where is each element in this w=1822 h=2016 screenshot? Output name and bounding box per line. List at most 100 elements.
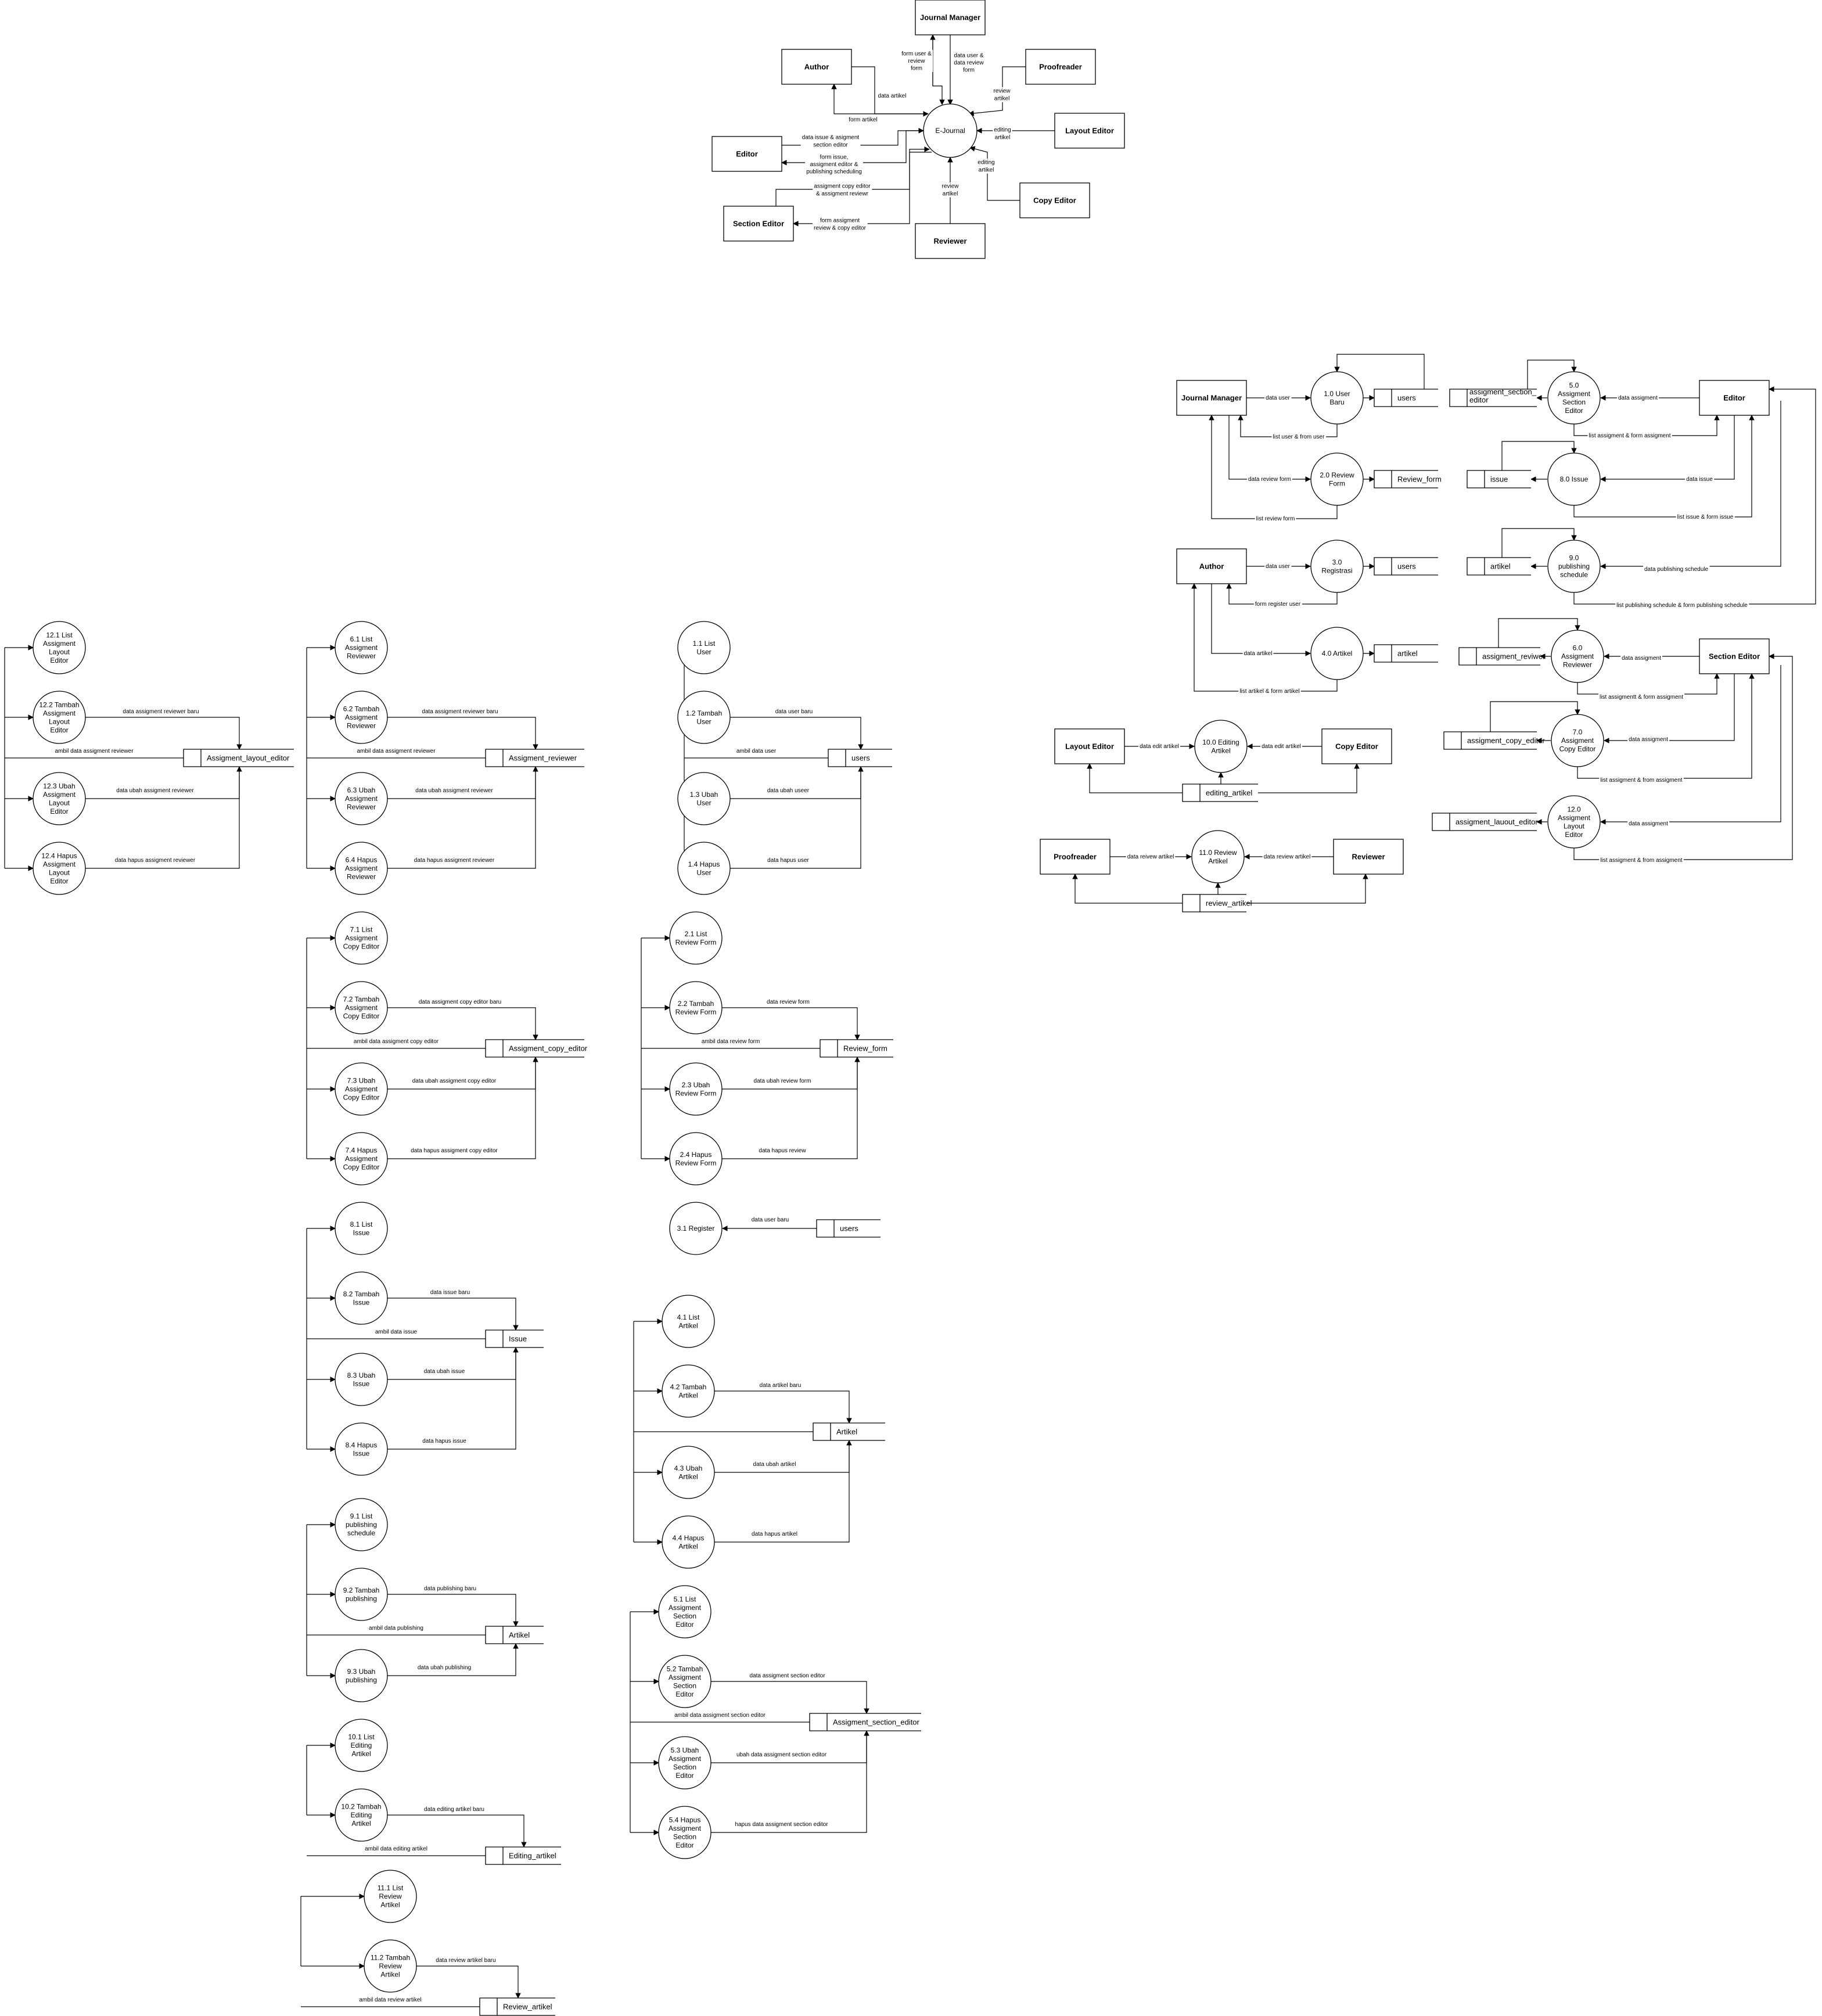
process-label-line: Reviewer (347, 652, 376, 660)
flow-label-f4b: list artikel & form artikel (1239, 688, 1299, 695)
flow-line (387, 1594, 519, 1627)
store-ds7: Assigment_copy_editor (485, 1039, 588, 1058)
process-label-line: Editor (1565, 831, 1583, 839)
flow-label-bg (900, 49, 933, 73)
flow-label-f2a: data review form (1248, 476, 1291, 483)
process-label-line: 12.4 Hapus (41, 851, 77, 860)
flow-label-f-ctx-rv-line: review (942, 183, 959, 189)
flow-label-g4c-line: data ubah artikel (753, 1461, 796, 1468)
flow-label-f10b: data edit artikel (1262, 743, 1301, 750)
flow-line (711, 1731, 867, 1833)
process-label-line: 4.4 Hapus (673, 1534, 705, 1542)
flow-label-bg (735, 747, 778, 755)
flow-label-g4c: data ubah artikel (753, 1461, 796, 1468)
process-label-line: 1.2 Tambah (686, 709, 723, 717)
flow-label-g5c-line: ubah data assigment section editor (736, 1752, 827, 1758)
flow-label-g11b-line: ambil data review artikel (359, 1997, 421, 2003)
flow-label-f6a: data assigment (1622, 655, 1661, 662)
flow-label-g1d: data hapus user (767, 857, 809, 864)
flow-label-bg (992, 87, 1012, 102)
flow-label-bg (1620, 654, 1663, 662)
process-label-line: 11.1 List (378, 1884, 404, 1892)
store-ds1: users (828, 749, 892, 767)
process-label-line: Layout (1564, 822, 1585, 830)
flow-label-bg (876, 92, 908, 100)
flow-label-bg (1599, 776, 1684, 784)
process-label-line: 2.1 List (685, 930, 707, 938)
process-label-line: Section (673, 1681, 696, 1690)
flow-label-g7c: data ubah assigment copy editor (412, 1078, 497, 1084)
flow-line (1600, 415, 1735, 482)
process-label-line: Layout (49, 799, 70, 807)
flow-line (387, 1347, 516, 1450)
process-label-line: Editor (675, 1620, 693, 1629)
flow-label-f-ctx-se2-line: review & copy editor (814, 225, 867, 231)
flow-label-bg (368, 1624, 425, 1632)
flow-label-g4a-line: data artikel baru (760, 1382, 802, 1389)
flow-label-g5a: data assigment section editor (749, 1673, 825, 1679)
entity-l1-proof: Proofreader (1040, 839, 1111, 875)
process-label-line: schedule (1560, 571, 1588, 579)
process-label-line: Copy Editor (1559, 745, 1596, 753)
flow-line (730, 767, 861, 869)
flow-line (851, 66, 929, 117)
process-label: 8.0 Issue (1560, 475, 1589, 483)
process-label-line: Artikel (1208, 857, 1227, 865)
process-label-line: Layout (49, 648, 70, 656)
flow-line (1258, 763, 1360, 793)
flow-label-bg (1685, 475, 1715, 483)
flow-label-g12b: ambil data assigment reviewer (55, 748, 134, 754)
process-label-line: Assigment (43, 709, 76, 717)
flow-label-bg (352, 1037, 440, 1045)
process-label-line: publishing (346, 1521, 377, 1529)
flow-label-bg (1676, 513, 1735, 521)
flow-label-g6b: ambil data assigment reviewer (357, 748, 436, 754)
process-label-line: Issue (353, 1228, 370, 1237)
flow-label-g5d: hapus data assigment section editor (735, 1821, 828, 1828)
flow-label-bg (411, 1077, 498, 1085)
flow-label-g5d-line: hapus data assigment section editor (735, 1821, 828, 1828)
flow-label-bg (412, 856, 496, 864)
flow-label-f7a-line: data assigment (1629, 736, 1668, 743)
flow-line (387, 1007, 538, 1040)
process-label-line: Editor (675, 1771, 693, 1780)
flow-line (387, 1814, 527, 1848)
flow-label-f-ctx-jm1-line: form (911, 65, 922, 71)
process-label-line: Assigment (345, 644, 378, 652)
flow-label-bg (734, 1820, 830, 1828)
flow-label-bg (766, 856, 811, 864)
flow-label-f1b-line: list user & from user (1273, 434, 1325, 440)
flow-label-g10b-line: ambil data editing artikel (365, 1846, 427, 1852)
flow-label-g11b: ambil data review artikel (359, 1997, 421, 2003)
process-label-line: Assigment (43, 790, 76, 799)
flow-label-g12b-line: ambil data assigment reviewer (55, 748, 134, 754)
flow-label-g5b: ambil data assigment section editor (674, 1712, 766, 1719)
process-label-line: 2.0 Review (1320, 471, 1354, 479)
flow-line (722, 1057, 858, 1159)
process-label-line: 1.3 Ubah (690, 790, 718, 799)
process-label-line: Artikel (678, 1321, 698, 1329)
process-label-line: 3.0 (1332, 558, 1342, 566)
process-label-line: Copy Editor (343, 943, 380, 951)
flow-label-g1d-line: data hapus user (767, 857, 809, 864)
